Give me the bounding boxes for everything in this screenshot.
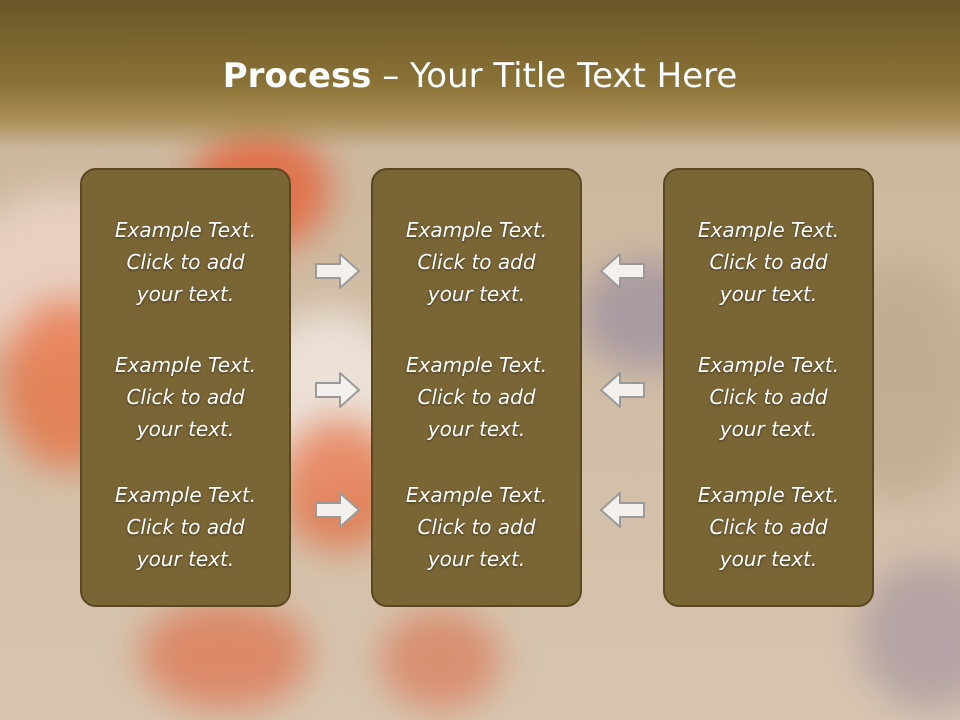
text-placeholder[interactable]: Example Text. Click to add your text.	[405, 218, 548, 306]
bg-blob	[860, 560, 960, 710]
title-bold: Process	[222, 56, 372, 96]
text-placeholder[interactable]: Example Text. Click to add your text.	[697, 483, 840, 571]
title-rest: – Your Title Text Here	[371, 56, 738, 96]
text-placeholder[interactable]: Example Text. Click to add your text.	[697, 218, 840, 306]
right-arrow-icon	[313, 370, 363, 410]
text-placeholder[interactable]: Example Text. Click to add your text.	[697, 353, 840, 441]
process-panel-left: Example Text. Click to add your text. Ex…	[80, 168, 291, 607]
bg-blob	[140, 600, 310, 710]
text-placeholder[interactable]: Example Text. Click to add your text.	[114, 353, 257, 441]
left-arrow-icon	[597, 490, 647, 530]
bg-blob	[380, 610, 500, 710]
text-placeholder[interactable]: Example Text. Click to add your text.	[114, 483, 257, 571]
left-arrow-icon	[597, 370, 647, 410]
title-bar	[0, 0, 960, 150]
process-panel-center: Example Text. Click to add your text. Ex…	[371, 168, 582, 607]
process-panel-right: Example Text. Click to add your text. Ex…	[663, 168, 874, 607]
right-arrow-icon	[313, 490, 363, 530]
text-placeholder[interactable]: Example Text. Click to add your text.	[405, 483, 548, 571]
text-placeholder[interactable]: Example Text. Click to add your text.	[405, 353, 548, 441]
right-arrow-icon	[313, 251, 363, 291]
page-title[interactable]: Process – Your Title Text Here	[0, 54, 960, 98]
text-placeholder[interactable]: Example Text. Click to add your text.	[114, 218, 257, 306]
left-arrow-icon	[597, 251, 647, 291]
